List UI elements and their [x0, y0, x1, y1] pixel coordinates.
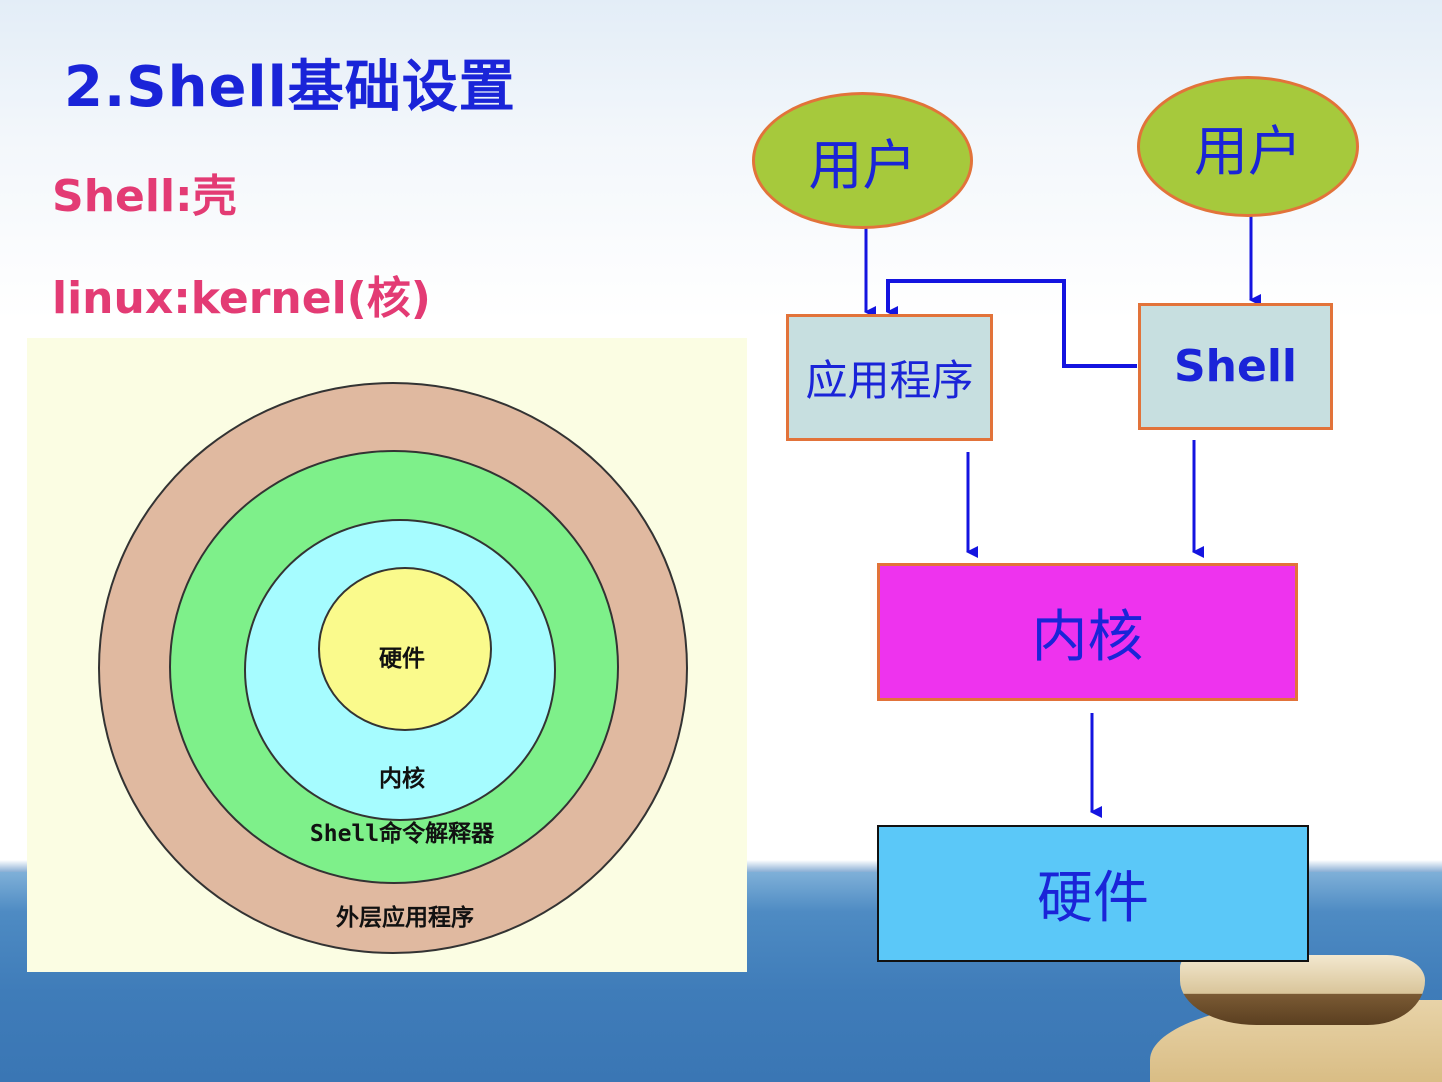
hardware-node-label: 硬件	[1037, 866, 1149, 931]
onion-kernel-label: 内核	[379, 766, 425, 792]
user-node-left: 用户	[752, 92, 973, 229]
onion-apps-label: 外层应用程序	[336, 905, 474, 931]
linux-definition: linux:kernel(核)	[52, 273, 431, 324]
app-node: 应用程序	[786, 314, 993, 441]
user-node-left-label: 用户	[808, 134, 917, 197]
user-node-right-label: 用户	[1194, 120, 1302, 183]
hardware-node: 硬件	[877, 825, 1309, 962]
hardware-core	[318, 567, 492, 731]
app-node-label: 应用程序	[805, 356, 974, 405]
kernel-node: 内核	[877, 563, 1298, 701]
shell-node-label: Shell	[1173, 341, 1298, 392]
kernel-node-label: 内核	[1031, 604, 1144, 670]
onion-shell-label: Shell命令解释器	[309, 821, 495, 847]
layer-onion-diagram: 硬件 内核 Shell命令解释器 外层应用程序	[27, 338, 747, 972]
onion-hardware-label: 硬件	[379, 646, 425, 672]
shell-node: Shell	[1138, 303, 1333, 430]
user-node-right: 用户	[1137, 76, 1359, 217]
slide-title: 2.Shell基础设置	[64, 55, 516, 120]
shell-definition: Shell:壳	[52, 171, 237, 222]
boat-decoration	[1180, 955, 1425, 1025]
arrow-shell-to-app	[886, 279, 1137, 368]
